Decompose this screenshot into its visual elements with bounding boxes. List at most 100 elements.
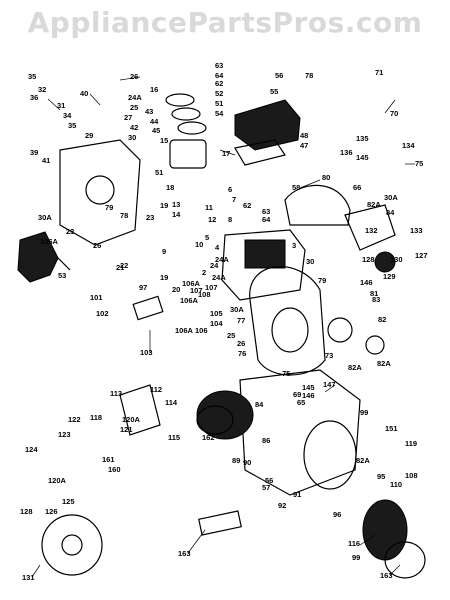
callout: 122 xyxy=(68,415,81,424)
callout: 57 xyxy=(262,483,270,492)
callout: 6 xyxy=(228,185,232,194)
callout-labels: 35 36 32 40 31 34 35 39 41 29 26 24A 42 … xyxy=(20,61,428,582)
callout: 7 xyxy=(232,195,236,204)
callout: 75 xyxy=(415,159,423,168)
callout: 12 xyxy=(208,215,216,224)
callout: 113 xyxy=(110,389,122,398)
callout: 102 xyxy=(96,309,109,318)
callout: 90 xyxy=(243,458,251,467)
callout: 51 xyxy=(215,99,223,108)
callout: 96 xyxy=(333,510,341,519)
callout: 9 xyxy=(162,247,166,256)
callout: 8 xyxy=(228,215,232,224)
callout: 41 xyxy=(42,156,50,165)
callout: 13 xyxy=(172,200,180,209)
callout: 55 xyxy=(270,87,278,96)
callout: 52 xyxy=(215,89,223,98)
callout: 63 xyxy=(262,207,270,216)
callout: 103 xyxy=(140,348,153,357)
seal-shape xyxy=(327,317,353,343)
cylinder-head-shape xyxy=(234,99,301,151)
callout: 64 xyxy=(262,215,271,224)
callout: 133 xyxy=(410,226,423,235)
muffler-shape xyxy=(41,514,103,576)
callout: 161 xyxy=(102,455,115,464)
callout: 24 xyxy=(210,261,219,270)
ring-1-shape xyxy=(165,93,195,107)
callout: 79 xyxy=(105,203,113,212)
callout: 62 xyxy=(243,201,251,210)
fan-shroud-shape xyxy=(284,184,351,226)
recoil-housing-shape xyxy=(303,420,357,490)
callout: 19 xyxy=(160,201,168,210)
callout: 43 xyxy=(145,107,153,116)
callout: 35 xyxy=(68,121,76,130)
flywheel-shape xyxy=(196,390,254,440)
callout: 81 xyxy=(370,289,378,298)
blower-housing-shape xyxy=(249,266,326,376)
starter-cup-shape xyxy=(384,541,426,579)
callout: 29 xyxy=(85,131,93,140)
callout: 62 xyxy=(215,79,223,88)
callout: 129 xyxy=(383,272,396,281)
ignition-plate-shape xyxy=(119,384,161,436)
callout: 108 xyxy=(405,471,418,480)
piston-shape xyxy=(169,139,207,169)
callout: 10 xyxy=(195,240,203,249)
callout: 125 xyxy=(62,497,75,506)
callout: 30A xyxy=(38,213,52,222)
callout: 45 xyxy=(152,126,160,135)
callout: 25 xyxy=(227,331,235,340)
carburetor-shape xyxy=(344,204,396,251)
callout: 16 xyxy=(150,85,158,94)
callout: 11 xyxy=(205,203,213,212)
ring-3-shape xyxy=(177,121,207,135)
cover-bearing-shape xyxy=(85,175,115,205)
callout: 92 xyxy=(278,501,286,510)
callout: 106A xyxy=(40,237,59,246)
callout: 106A xyxy=(175,326,194,335)
crankcase-cover-shape xyxy=(59,139,141,246)
callout: 20 xyxy=(172,285,180,294)
callout: 35 xyxy=(28,72,36,81)
callout: 24A xyxy=(215,255,229,264)
callout: 75 xyxy=(282,369,290,378)
callout: 145 xyxy=(302,383,315,392)
callout: 26 xyxy=(130,72,138,81)
callout: 24A xyxy=(128,93,142,102)
callout: 128 xyxy=(20,507,33,516)
callout: 36 xyxy=(30,93,38,102)
callout: 124 xyxy=(25,445,38,454)
callout: 120A xyxy=(122,415,141,424)
callout: 30 xyxy=(306,257,314,266)
callout: 4 xyxy=(215,243,220,252)
callout: 15 xyxy=(160,136,168,145)
callout: 40 xyxy=(80,89,88,98)
callout: 106A xyxy=(180,296,199,305)
callout: 54 xyxy=(215,109,224,118)
callout: 135 xyxy=(356,134,369,143)
callout: 79 xyxy=(318,276,326,285)
callout: 95 xyxy=(377,472,385,481)
callout: 71 xyxy=(375,68,383,77)
callout: 115 xyxy=(168,433,180,442)
callout: 82 xyxy=(378,315,386,324)
ring-2-shape xyxy=(171,107,201,121)
callout: 163 xyxy=(380,571,393,580)
callout: 30A xyxy=(230,305,244,314)
callout: 70 xyxy=(390,109,398,118)
callout: 91 xyxy=(293,490,301,499)
callout: 146 xyxy=(360,278,373,287)
crankcase-base-shape xyxy=(239,369,361,496)
callout: 56 xyxy=(265,476,273,485)
callout: 118 xyxy=(90,413,102,422)
callout: 78 xyxy=(120,211,128,220)
callout: 31 xyxy=(57,101,65,110)
callout: 160 xyxy=(108,465,121,474)
callout: 48 xyxy=(300,131,308,140)
callout: 82A xyxy=(367,200,381,209)
crankshaft-shape xyxy=(17,231,59,283)
callout: 108 xyxy=(198,290,211,299)
